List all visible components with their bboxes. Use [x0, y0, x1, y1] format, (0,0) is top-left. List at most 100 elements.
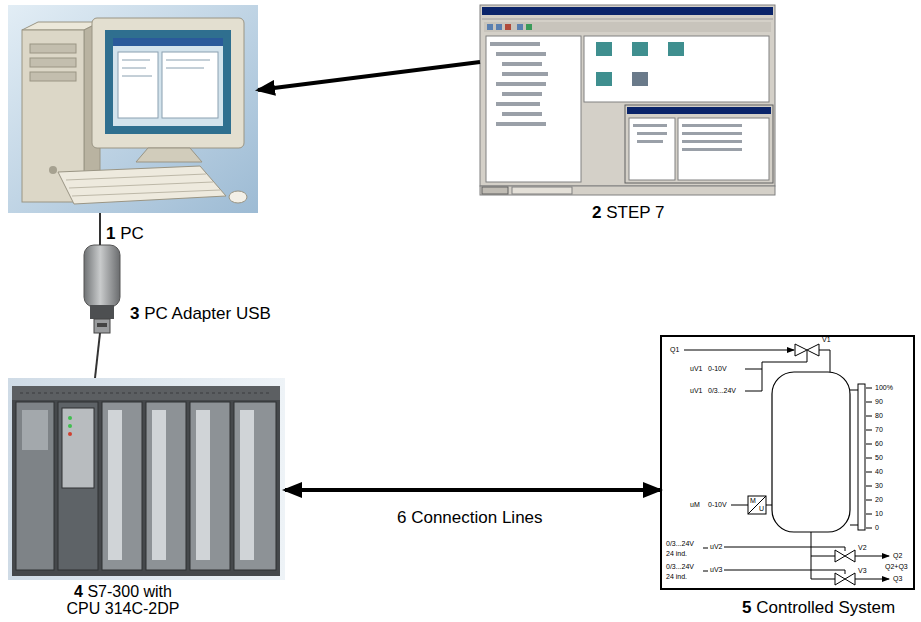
- step7-screenshot-part: [633, 124, 667, 127]
- signal-label: V3: [858, 567, 867, 574]
- step7-screenshot-part: [629, 118, 675, 180]
- step7-screenshot-part: [637, 132, 667, 135]
- step7-screenshot-part: [480, 5, 775, 195]
- scale-ticks-part: [866, 500, 872, 501]
- s7-300-rack-part: [146, 402, 186, 570]
- controlled-system-drawing-part: [748, 496, 766, 514]
- step7-screenshot-part: [584, 36, 769, 102]
- callout-number: 1: [106, 224, 115, 243]
- signal-label: Q2: [893, 552, 902, 559]
- pc-illustration-part: [229, 191, 247, 203]
- usb-adapter-part: [94, 319, 110, 333]
- step7-screenshot-part: [625, 105, 773, 183]
- controlled-system-drawing-part: [684, 350, 794, 351]
- step7-screenshot-part: [637, 140, 663, 143]
- pc-illustration-part: [113, 38, 223, 46]
- scale-ticks-part: [866, 388, 872, 389]
- scale-ticks-part: [866, 402, 872, 403]
- pc-illustration-part: [30, 44, 76, 53]
- scale-ticks-part: [866, 430, 872, 431]
- connector-label: 6 Connection Lines: [395, 508, 545, 528]
- pc-illustration-part: [162, 52, 218, 118]
- picture-caption: 5Controlled System: [742, 598, 895, 618]
- s7-300-rack-part: [240, 410, 254, 560]
- pc-illustration-part: [122, 76, 152, 77]
- step7-screenshot-part: [682, 148, 742, 151]
- step7-screenshot-part: [668, 42, 684, 56]
- controlled-system-drawing-part: [819, 350, 830, 372]
- picture-caption: 4S7-300 with CPU 314C-2DP: [58, 583, 188, 617]
- signal-label: Q1: [670, 346, 679, 353]
- scale-value: 70: [875, 426, 883, 433]
- controlled-system-drawing-part: [731, 505, 748, 506]
- step7-screenshot-part: [526, 24, 532, 30]
- scale-ticks-part: [866, 416, 872, 417]
- signal-label: uV2: [710, 543, 722, 550]
- controlled-system-drawing-part: [811, 532, 835, 579]
- s7-300-rack-part: [58, 402, 98, 570]
- s7-300-rack-part: [68, 432, 72, 436]
- scale-value: 20: [875, 496, 883, 503]
- signal-label: 0-10V: [708, 501, 727, 508]
- step7-screenshot-part: [482, 7, 773, 15]
- signal-label: uV1: [690, 365, 702, 372]
- s7-300-rack-part: [152, 410, 166, 560]
- step7-screenshot-part: [496, 52, 546, 56]
- signal-label: uV1: [690, 387, 702, 394]
- pc-illustration-part: [105, 30, 231, 134]
- step7-screenshot-part: [596, 42, 612, 56]
- usb-adapter-part: [97, 323, 107, 327]
- signal-label: 24 ind.: [666, 573, 687, 580]
- scale-value: 100%: [875, 384, 893, 391]
- scale-ticks: [866, 388, 872, 528]
- controlled-system-drawing-part: [858, 384, 865, 530]
- step7-screenshot-part: [632, 72, 648, 86]
- scale-value: 80: [875, 412, 883, 419]
- mpi-cable: [95, 333, 100, 378]
- step7-screenshot-part: [512, 187, 572, 194]
- scale-ticks-part: [866, 528, 872, 529]
- s7-300-rack-part: [68, 424, 72, 428]
- controlled-system-drawing-part: [811, 556, 835, 557]
- signal-label: M: [750, 497, 756, 504]
- pc-illustration-part: [8, 5, 258, 213]
- step7-screenshot-part: [490, 42, 540, 46]
- signal-label: Q2+Q3: [885, 563, 908, 570]
- caption-text: Controlled System: [756, 598, 895, 617]
- signal-label: V2: [858, 544, 867, 551]
- scale-ticks-part: [866, 444, 872, 445]
- signal-label: 24 ind.: [666, 550, 687, 557]
- s7-300-rack-part: [102, 402, 142, 570]
- scale-value: 10: [875, 510, 883, 517]
- callout-number: 4: [74, 583, 83, 600]
- scale-value: 50: [875, 454, 883, 461]
- step7-screenshot-part: [682, 140, 742, 143]
- controlled-system-drawing-part: [703, 571, 708, 572]
- adapter-picture: 3PC Adapter USB: [82, 245, 122, 333]
- step7-screenshot-part: [482, 19, 773, 20]
- controlled-system-drawing-part: [724, 547, 845, 551]
- controlled-system-drawing-part: [724, 570, 845, 574]
- controlled-system-drawing-part: [745, 369, 762, 370]
- step7-screenshot-part: [502, 112, 542, 116]
- controlled-system-drawing-part: [855, 556, 889, 557]
- scale-value: 40: [875, 468, 883, 475]
- pc-illustration-part: [166, 60, 210, 61]
- controlled-system-drawing-part: [845, 573, 855, 585]
- step7-screenshot-part: [682, 132, 742, 135]
- pc-illustration-part: [122, 68, 146, 69]
- controlled-system-drawing-part: [835, 550, 845, 562]
- step7-screenshot-part: [480, 186, 775, 195]
- s7-300-rack-part: [12, 386, 280, 400]
- picture-caption: 3PC Adapter USB: [130, 304, 271, 324]
- controlled-system-drawing-part: [748, 496, 766, 514]
- s7-300-rack-part: [8, 378, 285, 580]
- controlled-system-drawing-part: [745, 391, 762, 392]
- caption-text: S7-300 with CPU 314C-2DP: [67, 583, 180, 617]
- pc-illustration: [8, 5, 258, 213]
- step7-screenshot-part: [502, 62, 542, 66]
- callout-number: 3: [130, 304, 139, 323]
- scale-ticks-part: [866, 514, 872, 515]
- pc-illustration-part: [118, 52, 158, 118]
